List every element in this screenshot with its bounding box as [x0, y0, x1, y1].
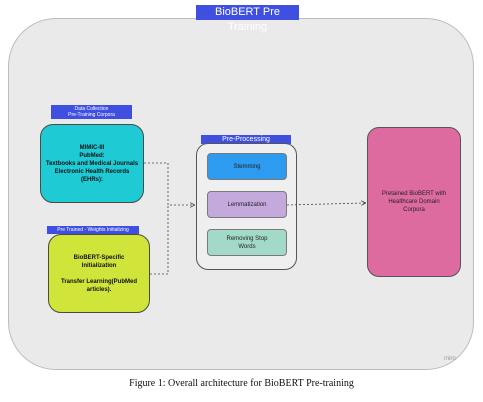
data-collection-line: Electronic Health Records	[54, 168, 130, 175]
data-collection-tag-line1: Data Collection	[74, 106, 109, 112]
weights-tag: Pre Trained - Weights Initializing	[47, 226, 139, 234]
data-collection-line: (EHRs):	[81, 176, 103, 183]
stemming-step: Stemming	[207, 153, 287, 180]
figure-caption: Figure 1: Overall architecture for BioBE…	[129, 378, 354, 389]
data-collection-box: MIMIC-III PubMed: Textbooks and Medical …	[40, 124, 144, 203]
stop-words-step: Removing Stop Words	[207, 229, 287, 256]
connector-preprocessing-to-output	[286, 203, 365, 205]
connector-weights-to-preprocessing	[150, 205, 169, 275]
connector-data-to-preprocessing	[144, 162, 194, 205]
weights-line2: Initialization	[81, 262, 117, 269]
weights-line4: articles).	[86, 286, 112, 293]
data-collection-tag-line2: Pre-Training Corpora	[68, 112, 115, 118]
stop-words-label: Removing Stop Words	[226, 235, 268, 250]
data-collection-tag: Data Collection Pre-Training Corpora	[51, 105, 132, 119]
weights-line3: Transfer Learning(PubMed	[60, 278, 137, 285]
diagram-title: BioBERT Pre Training	[196, 5, 299, 33]
miro-watermark: miro	[444, 356, 456, 362]
output-line1: Pretained BioBERT with	[381, 191, 447, 197]
preprocessing-tag: Pre-Processing	[201, 135, 291, 144]
data-collection-line: MIMIC-III	[79, 144, 105, 151]
output-box: Pretained BioBERT with Healthcare Domain…	[367, 127, 461, 277]
weights-line1: BioBERT-Specific	[73, 254, 125, 261]
lemmatization-step: Lemmatization	[207, 191, 287, 218]
data-collection-line: PubMed:	[79, 152, 105, 159]
output-line2: Healthcare Domain	[388, 199, 440, 205]
output-line3: Corpora	[403, 207, 425, 213]
data-collection-line: Textbooks and Medical Journals	[45, 160, 139, 167]
weights-box: BioBERT-Specific Initialization Transfer…	[48, 234, 150, 313]
